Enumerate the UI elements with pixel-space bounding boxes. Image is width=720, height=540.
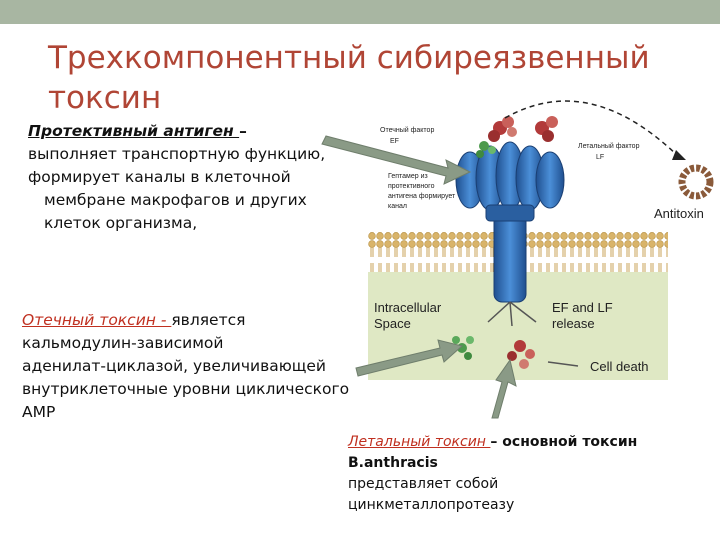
lethal-line-2: B.anthracis [348, 453, 708, 474]
edema-line-2: кальмодулин-зависимой [22, 332, 367, 355]
edema-factor-protein [488, 116, 517, 142]
lf-label-ru: Летальный фактор [578, 142, 640, 150]
edema-toxin-term: Отечный токсин - [22, 311, 171, 329]
antitoxin-label: Antitoxin [654, 206, 704, 221]
protective-dash: – [239, 122, 247, 140]
lethal-line-1: – основной токсин [490, 434, 637, 450]
protective-antigen-text: Протективный антиген – выполняет транспо… [28, 120, 348, 235]
protective-line-3: мембране макрофагов и других [28, 189, 348, 212]
heptamer-label-4: канал [388, 203, 407, 210]
cell-death-label: Cell death [590, 359, 649, 374]
edema-line-4: внутриклеточные уровни циклического [22, 378, 367, 401]
lethal-toxin-text: Летальный токсин – основной токсин B.ant… [348, 432, 708, 516]
intracellular-label-2: Space [374, 316, 411, 331]
heptamer-label-2: протективного [388, 183, 435, 190]
edema-line-3: аденилат-циклазой, увеличивающей [22, 355, 367, 378]
lethal-line-4: цинкметаллопротеазу [348, 495, 708, 516]
lethal-line-3: представляет собой [348, 474, 708, 495]
heptamer-label-1: Гептамер из [388, 173, 428, 180]
lethal-toxin-term: Летальный токсин [348, 434, 490, 450]
ef-label-ru: Отечный фактор [380, 126, 434, 134]
protective-line-1: выполняет транспортную функцию, [28, 143, 348, 166]
heptamer-channel [456, 142, 564, 221]
channel-stem [494, 210, 526, 302]
lethal-factor-protein [535, 116, 558, 142]
protective-antigen-term: Протективный антиген [28, 122, 239, 140]
heptamer-label-3: антигена формирует [388, 193, 456, 200]
release-label-2: release [552, 316, 595, 331]
lf-label-code: LF [596, 154, 604, 161]
edema-toxin-text: Отечный токсин - является кальмодулин-за… [22, 309, 367, 424]
protective-line-4: клеток организма, [28, 212, 348, 235]
edema-line-1: является [171, 311, 245, 329]
antitoxin-ring [682, 168, 710, 196]
protective-line-2: формирует каналы в клеточной [28, 166, 348, 189]
edema-line-5: АМР [22, 401, 367, 424]
ef-label-code: EF [390, 138, 399, 145]
intracellular-label-1: Intracellular [374, 300, 442, 315]
release-label-1: EF and LF [552, 300, 613, 315]
